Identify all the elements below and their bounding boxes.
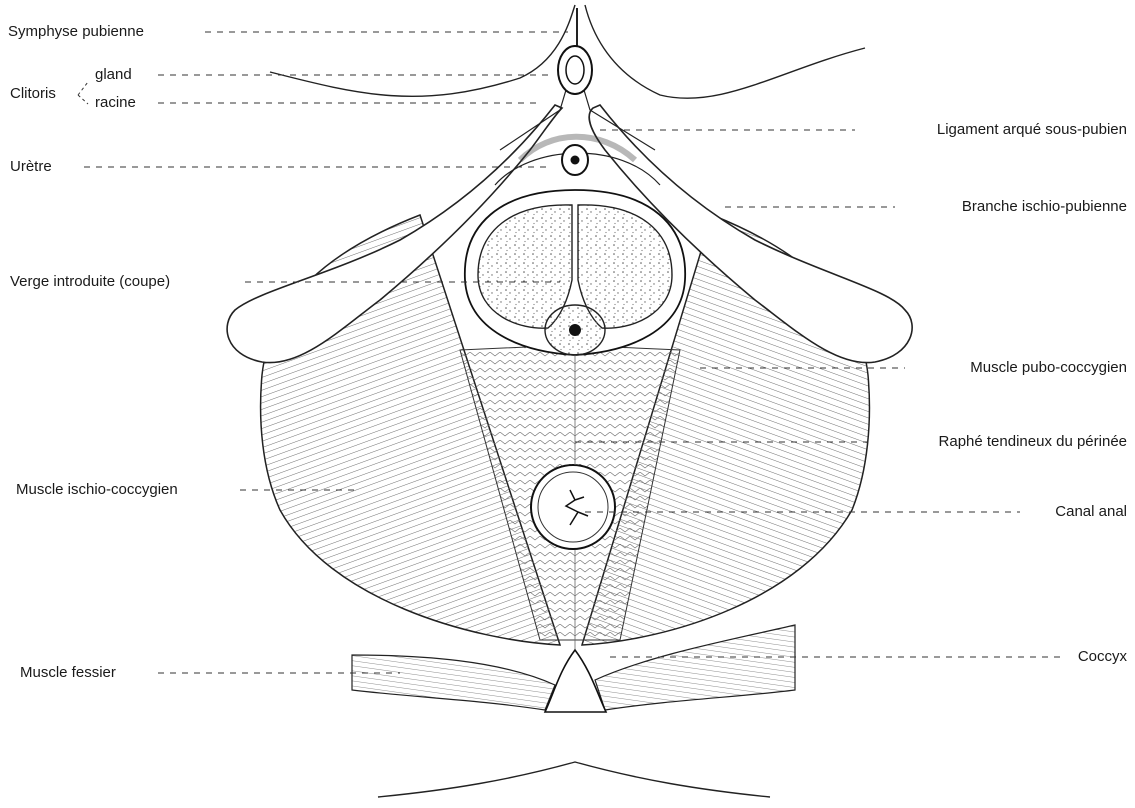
label-branche-ischio-pubienne: Branche ischio-pubienne	[962, 198, 1127, 216]
label-verge-introduite: Verge introduite (coupe)	[10, 273, 170, 291]
bottom-outline	[378, 762, 770, 797]
penis-section	[465, 190, 685, 355]
label-muscle-ischio-coccygien: Muscle ischio-coccygien	[16, 481, 178, 499]
anal-canal	[531, 465, 615, 549]
label-raphe-tendineux: Raphé tendineux du périnée	[939, 433, 1127, 451]
label-muscle-fessier: Muscle fessier	[20, 664, 116, 682]
clitoris-brace	[78, 82, 88, 104]
label-symphyse-pubienne: Symphyse pubienne	[8, 23, 144, 41]
label-uretre: Urètre	[10, 158, 52, 176]
label-muscle-pubo-coccygien: Muscle pubo-coccygien	[970, 359, 1127, 377]
label-clitoris: Clitoris	[10, 85, 56, 103]
label-ligament-arque: Ligament arqué sous-pubien	[937, 121, 1127, 139]
label-racine: racine	[95, 94, 136, 112]
label-canal-anal: Canal anal	[1055, 503, 1127, 521]
label-gland: gland	[95, 66, 132, 84]
label-coccyx: Coccyx	[1078, 648, 1127, 666]
